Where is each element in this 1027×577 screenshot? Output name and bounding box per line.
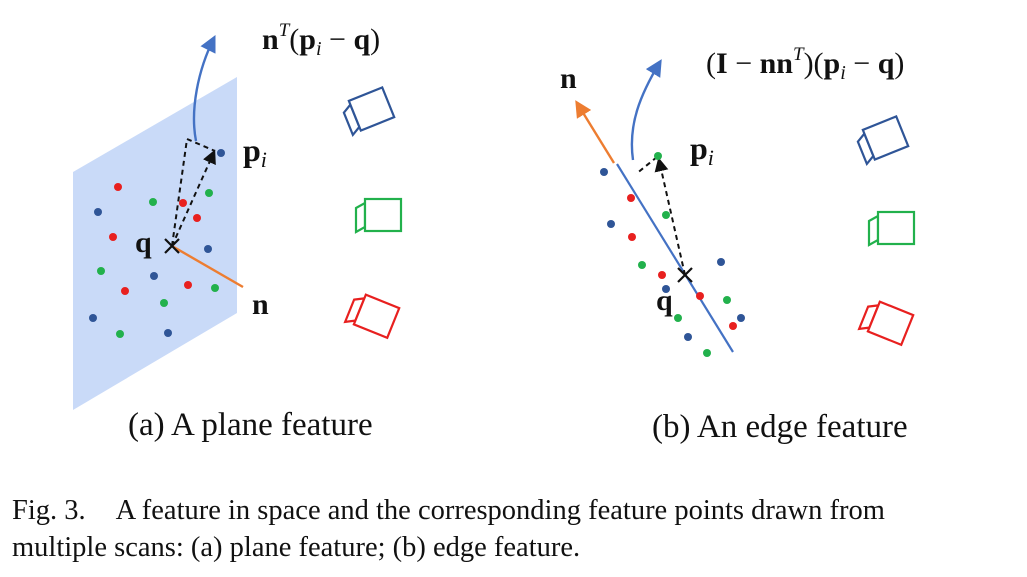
point-red xyxy=(628,233,636,241)
plane-points xyxy=(89,183,219,338)
edge-line xyxy=(616,163,734,353)
q-cross-marker xyxy=(164,238,180,254)
point-blue xyxy=(717,258,725,266)
caption-line-1: Fig. 3. A feature in space and the corres… xyxy=(12,492,1017,529)
q-cross-marker xyxy=(677,267,693,283)
point-blue xyxy=(607,220,615,228)
point-red xyxy=(627,194,635,202)
dashed-line-q-to-p xyxy=(654,157,686,276)
point-red xyxy=(193,214,201,222)
panel-b: n q pi (I − nnT)(pi − q) (b) An edge fea… xyxy=(560,44,916,445)
label-q: q xyxy=(135,226,152,259)
camera-blue-icon xyxy=(339,86,396,136)
figure-caption: Fig. 3. A feature in space and the corres… xyxy=(12,492,1017,566)
label-q: q xyxy=(656,284,673,317)
point-blue xyxy=(662,285,670,293)
camera-red-icon xyxy=(858,297,915,347)
camera-blue-icon xyxy=(853,115,910,165)
label-n: n xyxy=(560,62,577,95)
normal-vector xyxy=(575,100,616,164)
camera-green-icon xyxy=(354,197,403,234)
point-green xyxy=(160,299,168,307)
curved-arrow xyxy=(630,59,662,161)
caption-line-2: multiple scans: (a) plane feature; (b) e… xyxy=(12,532,581,563)
point-blue xyxy=(204,245,212,253)
caption-text-1: A feature in space and the corresponding… xyxy=(115,495,885,526)
subcaption-b: (b) An edge feature xyxy=(652,409,908,445)
point-red xyxy=(729,322,737,330)
point-blue xyxy=(600,168,608,176)
dashed-line-p-to-corner xyxy=(635,156,658,175)
point-red xyxy=(109,233,117,241)
point-green xyxy=(149,198,157,206)
point-blue xyxy=(89,314,97,322)
dashed-line-q-to-corner xyxy=(171,138,188,247)
camera-red-icon xyxy=(344,290,401,340)
point-red xyxy=(114,183,122,191)
formula-edge: (I − nnT)(pi − q) xyxy=(706,44,904,84)
point-red xyxy=(184,281,192,289)
point-green xyxy=(116,330,124,338)
edge-points xyxy=(600,168,745,357)
point-red xyxy=(696,292,704,300)
dashed-line-q-to-p xyxy=(171,149,216,247)
point-blue xyxy=(150,272,158,280)
point-green xyxy=(205,189,213,197)
point-red xyxy=(121,287,129,295)
point-blue xyxy=(164,329,172,337)
label-p-i: pi xyxy=(243,132,267,172)
point-green xyxy=(97,267,105,275)
normal-vector xyxy=(171,244,244,289)
point-p-i xyxy=(217,149,225,157)
point-green xyxy=(638,261,646,269)
formula-plane: nT(pi − q) xyxy=(262,20,380,60)
point-green xyxy=(703,349,711,357)
point-red xyxy=(179,199,187,207)
feature-figure: q n pi nT(pi − q) (a) A plane feature xyxy=(73,20,916,445)
subcaption-a: (a) A plane feature xyxy=(128,407,373,443)
point-green xyxy=(674,314,682,322)
point-blue xyxy=(94,208,102,216)
camera-green-icon xyxy=(867,210,916,247)
plane-surface xyxy=(73,77,237,410)
label-p-i: pi xyxy=(690,130,714,170)
point-green xyxy=(662,211,670,219)
point-red xyxy=(658,271,666,279)
point-p-i xyxy=(654,152,662,160)
point-green xyxy=(723,296,731,304)
point-green xyxy=(211,284,219,292)
point-blue xyxy=(684,333,692,341)
curved-arrow xyxy=(192,34,216,142)
point-blue xyxy=(737,314,745,322)
panel-a: q n pi nT(pi − q) (a) A plane feature xyxy=(73,20,403,443)
caption-label: Fig. 3. xyxy=(12,495,86,526)
label-n: n xyxy=(252,288,269,321)
